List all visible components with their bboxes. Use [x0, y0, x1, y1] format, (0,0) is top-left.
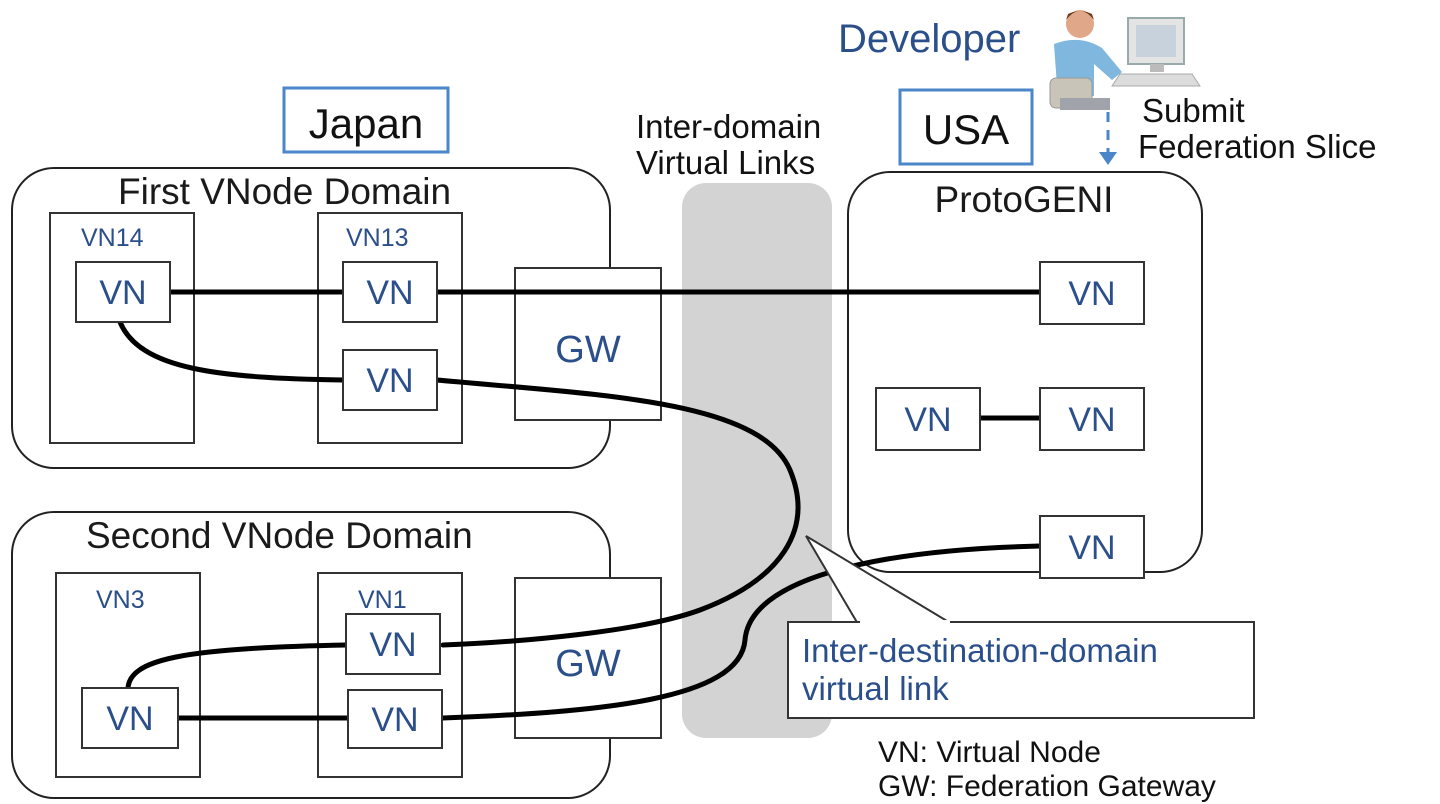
gateway-japan-first-label: GW [555, 329, 621, 371]
first-vnode-domain-title: First VNode Domain [118, 171, 451, 212]
svg-text:VN: VN [366, 362, 413, 400]
svg-text:VN: VN [106, 700, 153, 738]
host-vn14 [49, 212, 195, 444]
svg-text:VN: VN [99, 274, 146, 312]
vn-node: VN [1039, 261, 1145, 325]
legend-vn: VN: Virtual Node [878, 736, 1101, 769]
svg-text:VN: VN [904, 401, 951, 439]
japan-label: Japan [309, 100, 423, 147]
legend-gw: GW: Federation Gateway [878, 770, 1216, 803]
link-vn13b-vn1a [434, 377, 801, 648]
gateway-japan-second-label: GW [555, 643, 621, 685]
submit-arrow-head [1099, 152, 1117, 165]
svg-text:VN: VN [366, 274, 413, 312]
developer-label: Developer [838, 17, 1020, 61]
callout-text-line2: virtual link [802, 670, 949, 707]
link-vn14-vn13b [117, 319, 346, 383]
svg-text:VN: VN [369, 626, 416, 664]
vn-node: VN [342, 261, 438, 323]
svg-text:VN: VN [371, 701, 418, 739]
protogeni-domain [847, 171, 1203, 573]
inter-domain-label-line1: Inter-domain [636, 108, 821, 145]
svg-text:VN: VN [1068, 529, 1115, 567]
developer-at-computer-icon [1049, 10, 1201, 110]
svg-text:VN: VN [1068, 275, 1115, 313]
vn-node: VN [1039, 387, 1145, 451]
link-vn3-vn1a [125, 642, 349, 691]
japan-label-box [282, 86, 450, 154]
host-vn14-label: VN14 [81, 224, 144, 252]
vn-node: VN [81, 687, 179, 749]
vn-node: VN [345, 613, 441, 675]
host-vn3-label: VN3 [96, 586, 145, 614]
svg-text:VN: VN [1068, 401, 1115, 439]
host-vn13-label: VN13 [346, 224, 409, 252]
submit-label-line2: Federation Slice [1138, 128, 1376, 165]
vn-node: VN [342, 349, 438, 411]
link-vn1b-protogeni [440, 543, 1043, 721]
vn-node: VN [875, 387, 981, 451]
callout-text-line1: Inter-destination-domain [802, 632, 1158, 669]
usa-label-box [898, 88, 1034, 166]
vn-node: VN [347, 689, 443, 749]
vn-node: VN [75, 261, 171, 323]
usa-label: USA [923, 106, 1009, 153]
host-vn1-label: VN1 [358, 586, 407, 614]
submit-label-line1: Submit [1142, 92, 1245, 129]
vn-node: VN [1039, 515, 1145, 579]
callout-box [787, 621, 1255, 719]
second-vnode-domain-title: Second VNode Domain [86, 515, 473, 556]
protogeni-title: ProtoGENI [935, 179, 1114, 220]
inter-domain-label-line2: Virtual Links [636, 144, 815, 181]
